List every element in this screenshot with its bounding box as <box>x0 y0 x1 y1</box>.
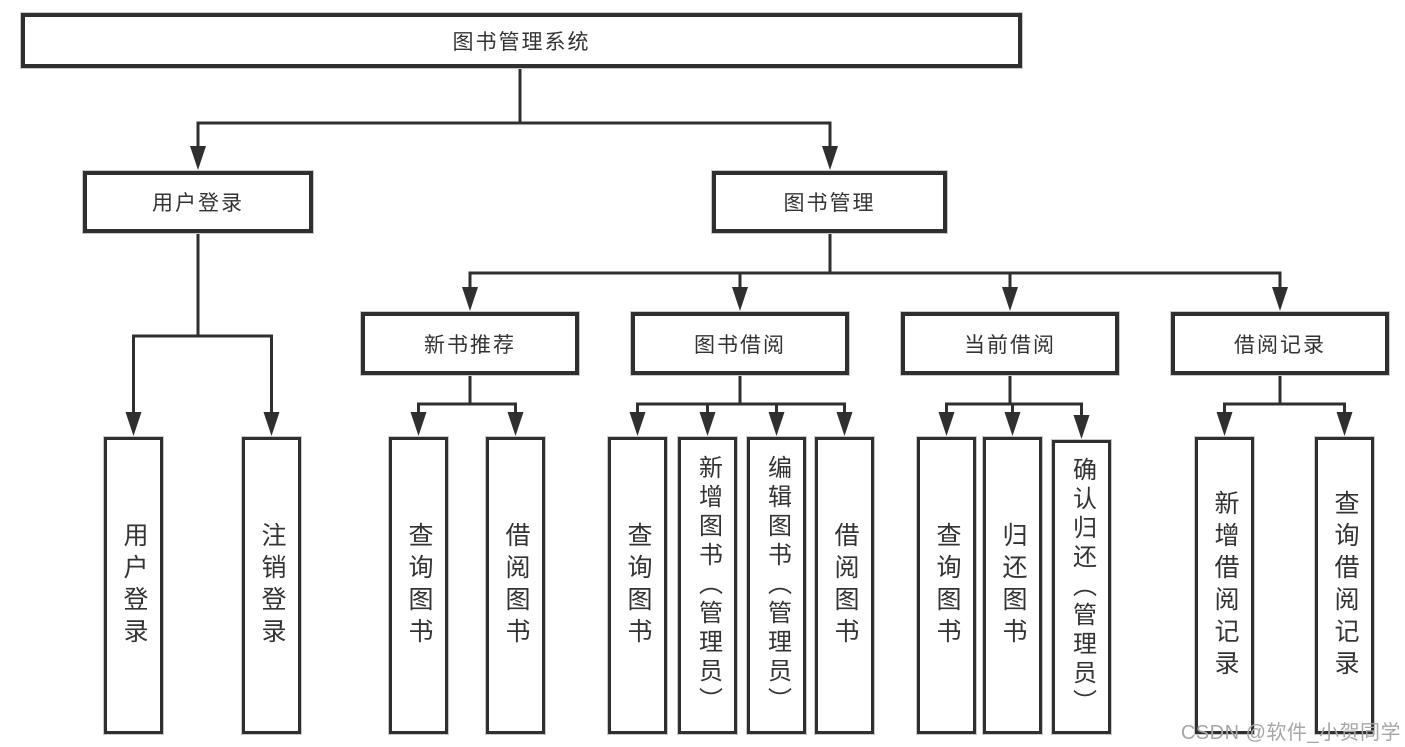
leaf-add-borrow-record: 新增借阅记录 <box>1195 437 1254 734</box>
leaf-label: 查询借阅记录 <box>1331 489 1359 682</box>
node-current-borrowing: 当前借阅 <box>901 312 1119 375</box>
leaf-label: 借阅图书 <box>831 521 859 650</box>
leaf-edit-books-admin: 编辑图书（管理员） <box>747 437 806 734</box>
node-new-book-recommend: 新书推荐 <box>361 312 579 375</box>
node-label: 图书管理系统 <box>452 30 591 54</box>
leaf-label: 确认归还（管理员） <box>1068 456 1096 718</box>
node-book-management: 图书管理 <box>712 171 947 233</box>
node-label: 用户登录 <box>152 192 244 215</box>
leaf-label: 编辑图书（管理员） <box>763 455 791 716</box>
leaf-confirm-return-admin: 确认归还（管理员） <box>1052 440 1111 734</box>
node-library-system: 图书管理系统 <box>21 13 1022 68</box>
leaf-label: 查询图书 <box>405 521 433 650</box>
node-label: 借阅记录 <box>1234 333 1326 357</box>
node-user-login: 用户登录 <box>83 171 313 233</box>
csdn-watermark: CSDN @软件_小贺同学 <box>1180 722 1401 744</box>
leaf-label: 注销登录 <box>258 521 286 650</box>
leaf-label: 归还图书 <box>999 521 1027 650</box>
leaf-label: 借阅图书 <box>502 521 530 650</box>
arrowheads <box>125 146 1353 439</box>
node-label: 图书借阅 <box>694 333 786 357</box>
leaf-query-books-borrow: 查询图书 <box>608 437 667 734</box>
leaf-query-books-current: 查询图书 <box>917 437 976 734</box>
node-borrowing-records: 借阅记录 <box>1171 312 1389 375</box>
leaf-label: 查询图书 <box>624 521 652 650</box>
leaf-label: 新增借阅记录 <box>1211 489 1239 682</box>
node-label: 当前借阅 <box>964 333 1056 357</box>
leaf-query-borrow-record: 查询借阅记录 <box>1315 437 1374 734</box>
leaf-label: 新增图书（管理员） <box>694 455 722 716</box>
leaf-user-login: 用户登录 <box>104 437 163 734</box>
leaf-label: 查询图书 <box>933 521 961 650</box>
leaf-add-books-admin: 新增图书（管理员） <box>678 437 737 734</box>
leaf-borrow-books-recommend: 借阅图书 <box>486 437 545 734</box>
node-label: 新书推荐 <box>424 333 516 357</box>
leaf-return-books: 归还图书 <box>983 437 1042 734</box>
leaf-borrow-books: 借阅图书 <box>815 437 874 734</box>
leaf-label: 用户登录 <box>120 521 148 650</box>
node-book-borrowing: 图书借阅 <box>631 312 849 375</box>
leaf-logout-login: 注销登录 <box>242 437 301 734</box>
leaf-query-books-recommend: 查询图书 <box>389 437 448 734</box>
node-label: 图书管理 <box>783 192 876 215</box>
